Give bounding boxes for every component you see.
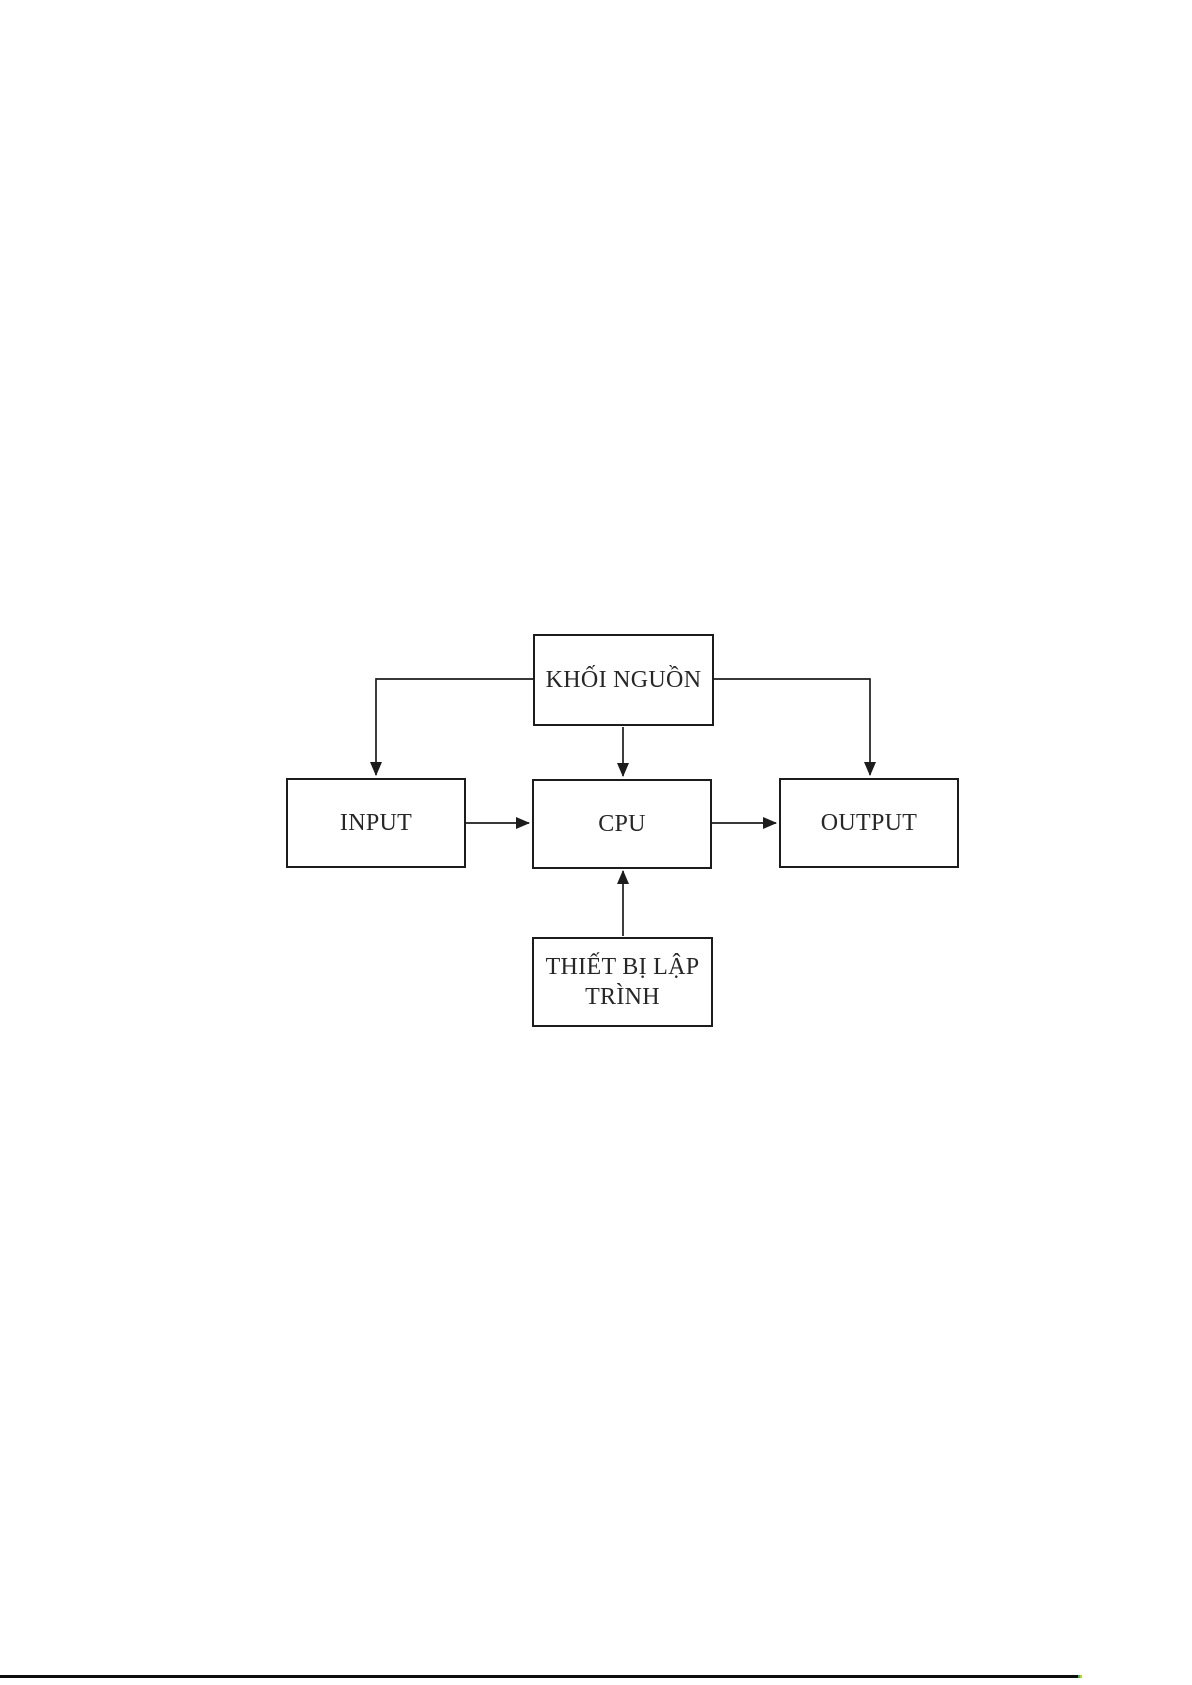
scan-artifact-yellow — [1080, 1675, 1082, 1678]
block-output: OUTPUT — [779, 778, 959, 868]
block-power-supply: KHỐI NGUỒN — [533, 634, 714, 726]
page-bottom-rule — [0, 1675, 1078, 1678]
block-cpu: CPU — [532, 779, 712, 869]
block-cpu-label: CPU — [598, 811, 646, 837]
block-input: INPUT — [286, 778, 466, 868]
block-programming-device-label: THIẾT BỊ LẬP TRÌNH — [545, 954, 700, 1010]
block-input-label: INPUT — [339, 810, 413, 836]
block-power-supply-label: KHỐI NGUỒN — [545, 667, 702, 693]
block-programming-device: THIẾT BỊ LẬP TRÌNH — [532, 937, 713, 1027]
scan-artifact-green — [1078, 1675, 1080, 1678]
arrow-power-to-output — [713, 678, 876, 776]
arrow-power-to-input — [370, 678, 533, 776]
block-output-label: OUTPUT — [820, 810, 918, 836]
